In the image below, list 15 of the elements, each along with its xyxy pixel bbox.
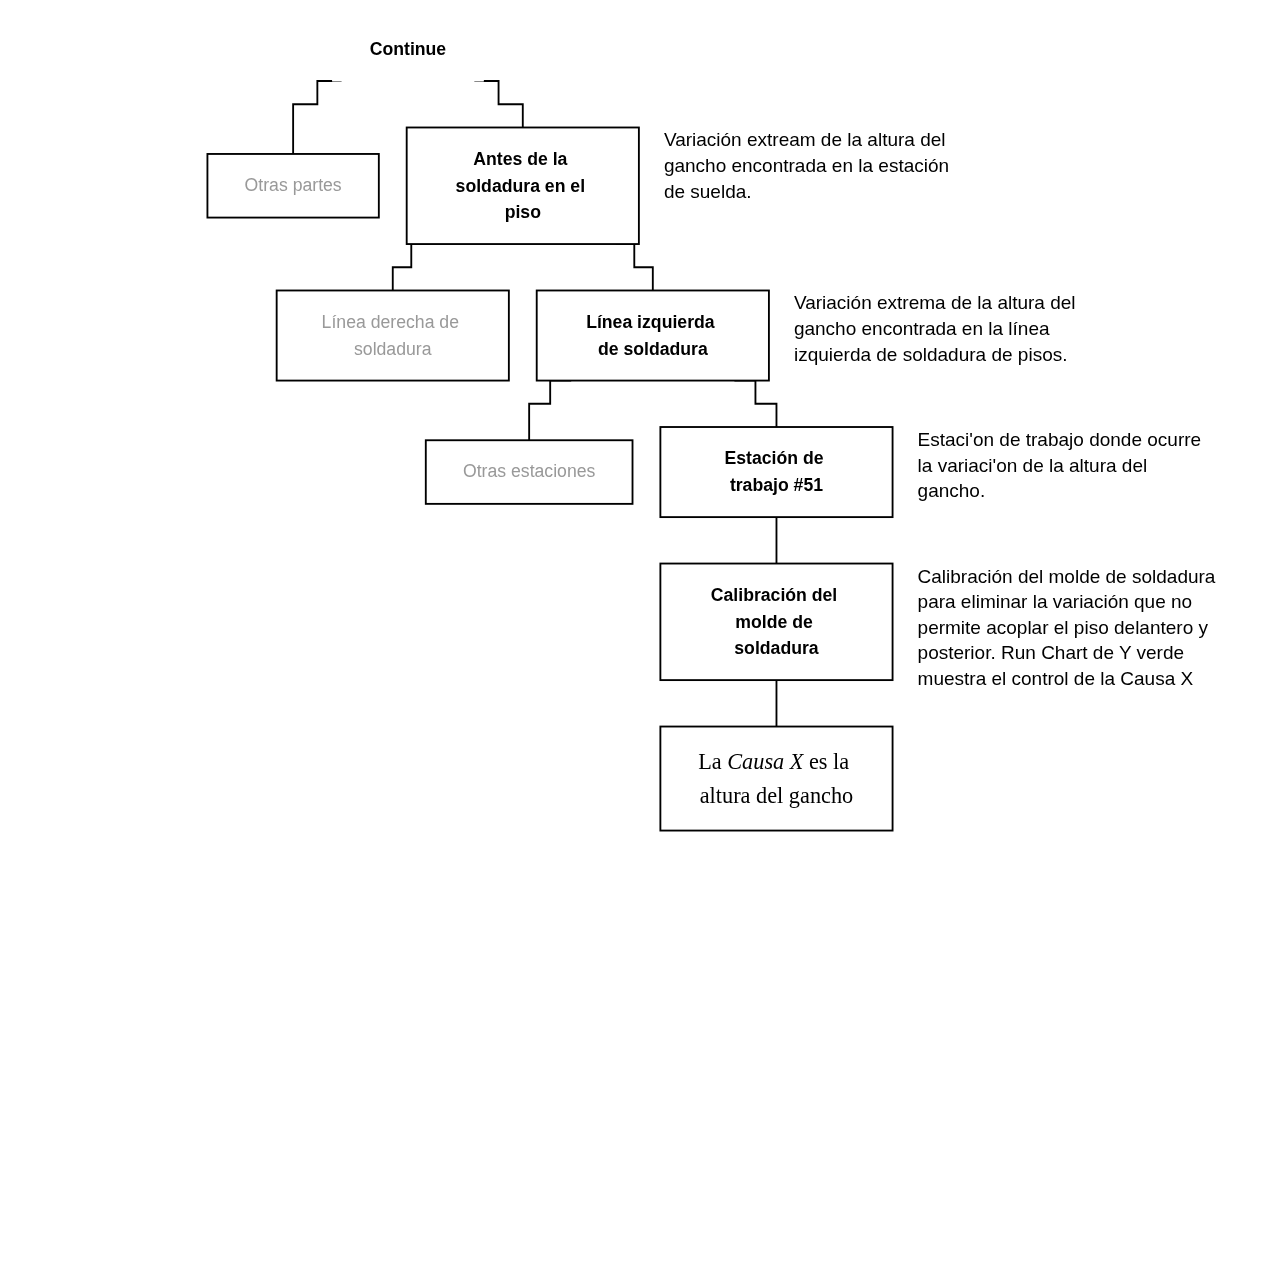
annotation-text: Variación extrema de la altura del gancho encontrada en la línea izquierda de soldadura de pisos. bbox=[793, 291, 1077, 367]
node-text: Continue bbox=[369, 38, 447, 59]
node-box: La Causa X es la altura del gancho bbox=[659, 725, 894, 832]
node-box: Estación de trabajo #51 bbox=[659, 426, 894, 519]
node-box: Línea derecha de soldadura bbox=[275, 289, 510, 382]
node-box: Calibración del molde de soldadura bbox=[659, 562, 894, 682]
node-box: Otras partes bbox=[206, 153, 380, 219]
node-box: Otras estaciones bbox=[424, 439, 634, 505]
node-box: Antes de la soldadura en el piso bbox=[405, 126, 640, 245]
connector bbox=[775, 679, 778, 728]
annotation-text: Variación extream de la altura del gancho encontrada en la estación de suelda. bbox=[663, 128, 951, 204]
annotation-text: Calibración del molde de soldadura para eliminar la variación que no permite acoplar el piso delantero y posterior. Run Chart de Y verde muestra el control de la Causa X bbox=[917, 564, 1217, 692]
node-box: Línea izquierda de soldadura bbox=[535, 289, 770, 382]
annotation-text: Estaci'on de trabajo donde ocurre la variaci'on de la altura del gancho. bbox=[917, 428, 1203, 504]
connector bbox=[775, 516, 778, 565]
